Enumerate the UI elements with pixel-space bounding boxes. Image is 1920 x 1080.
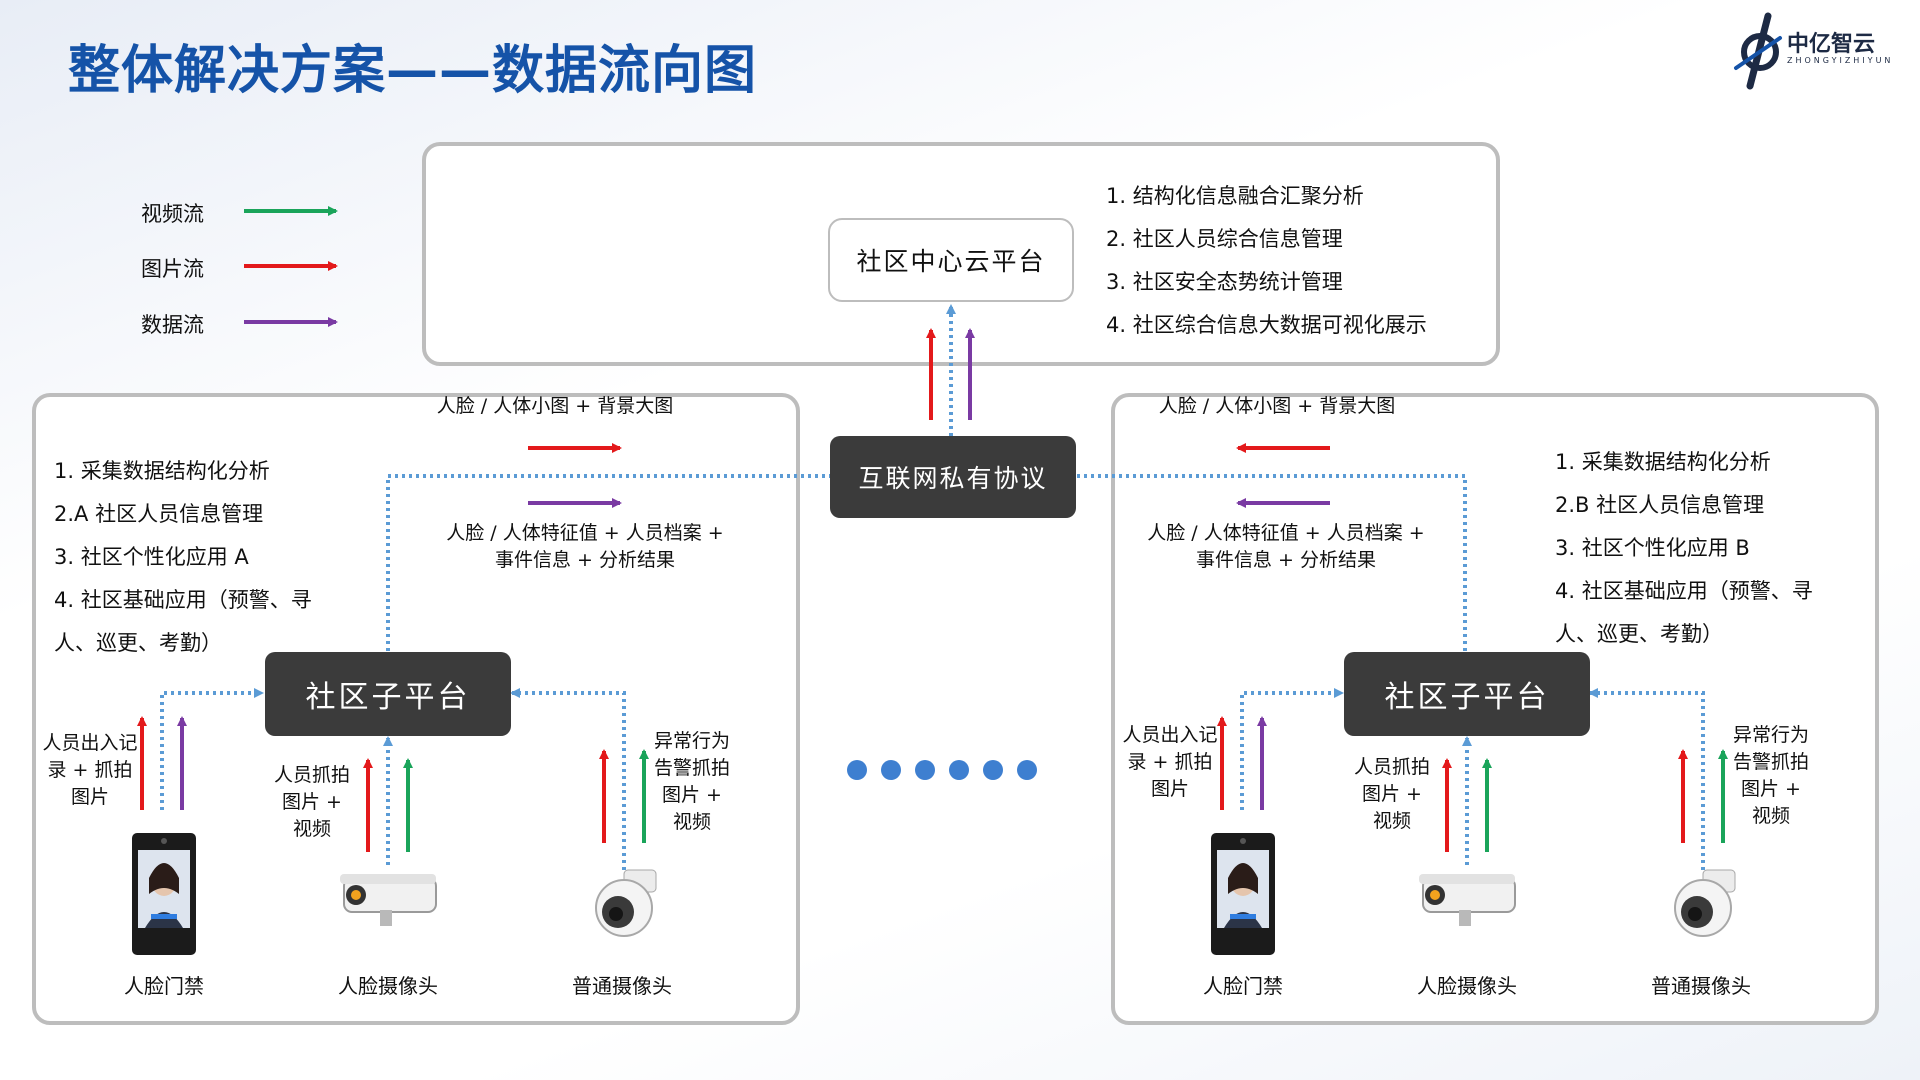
- right-upload-top-label: 人脸 / 人体小图 + 背景大图: [1158, 395, 1396, 417]
- right-feature-item: 2.B 社区人员信息管理: [1555, 493, 1765, 517]
- right-face-flow-label: 人员抓拍图片 + 视频: [1353, 756, 1430, 832]
- right-device-label: 普通摄像头: [1651, 974, 1751, 998]
- right-upload-bottom-label: 人脸 / 人体特征值 + 人员档案 + 事件信息 + 分析结果: [1147, 522, 1425, 571]
- legend-image-label: 图片流: [141, 257, 204, 281]
- right-to-protocol-link: [1076, 474, 1467, 651]
- dome-camera-icon: [595, 869, 657, 937]
- left-feature-item: 人、巡更、考勤）: [54, 631, 222, 655]
- right-access-link: [1240, 688, 1344, 810]
- left-to-protocol-link: [386, 474, 830, 651]
- more-communities-ellipsis: [847, 760, 1037, 780]
- right-feature-item: 人、巡更、考勤）: [1555, 622, 1723, 646]
- legend-data-label: 数据流: [141, 313, 204, 337]
- left-upload-top-label: 人脸 / 人体小图 + 背景大图: [436, 395, 674, 417]
- right-subplatform-node: 社区子平台: [1344, 652, 1590, 736]
- left-access-link: [160, 688, 264, 810]
- logo-text: 中亿智云: [1787, 32, 1876, 57]
- left-device-label: 人脸门禁: [124, 974, 204, 998]
- cloud-feature-list: 1. 结构化信息融合汇聚分析 2. 社区人员综合信息管理 3. 社区安全态势统计…: [1106, 175, 1427, 347]
- face-camera-icon: [340, 874, 437, 926]
- legend-video-label: 视频流: [141, 202, 204, 226]
- face-access-terminal-icon: [132, 833, 196, 955]
- right-normal-link: [1588, 688, 1705, 870]
- right-device-label: 人脸门禁: [1203, 974, 1283, 998]
- right-feature-item: 4. 社区基础应用（预警、寻: [1555, 579, 1813, 603]
- cloud-feature-item: 2. 社区人员综合信息管理: [1106, 227, 1343, 251]
- left-device-label: 普通摄像头: [572, 974, 672, 998]
- dome-camera-icon: [1674, 869, 1736, 937]
- right-feature-item: 3. 社区个性化应用 B: [1555, 536, 1750, 560]
- left-normal-link: [510, 688, 626, 870]
- cloud-feature-item: 1. 结构化信息融合汇聚分析: [1106, 184, 1364, 208]
- left-face-flow-label: 人员抓拍图片 + 视频: [273, 764, 350, 840]
- left-upload-bottom-label: 人脸 / 人体特征值 + 人员档案 + 事件信息 + 分析结果: [446, 522, 724, 571]
- right-feature-item: 1. 采集数据结构化分析: [1555, 450, 1771, 474]
- left-device-label: 人脸摄像头: [338, 974, 438, 998]
- protocol-node: 互联网私有协议: [830, 436, 1076, 518]
- logo-subtext: ZHONGYIZHIYUN: [1787, 56, 1894, 65]
- zhongyi-logo-icon: [1734, 12, 1782, 90]
- cloud-platform-node: 社区中心云平台: [828, 218, 1074, 302]
- left-normal-flow-label: 异常行为告警抓拍图片 + 视频: [653, 730, 730, 833]
- left-feature-list: 1. 采集数据结构化分析 2.A 社区人员信息管理 3. 社区个性化应用 A 4…: [54, 450, 312, 665]
- cloud-feature-item: 4. 社区综合信息大数据可视化展示: [1106, 313, 1427, 337]
- left-feature-item: 3. 社区个性化应用 A: [54, 545, 249, 569]
- right-access-flow-label: 人员出入记录 + 抓拍图片: [1122, 724, 1218, 800]
- left-feature-item: 4. 社区基础应用（预警、寻: [54, 588, 312, 612]
- cloud-feature-item: 3. 社区安全态势统计管理: [1106, 270, 1343, 294]
- left-feature-item: 1. 采集数据结构化分析: [54, 459, 270, 483]
- right-normal-flow-label: 异常行为告警抓拍图片 + 视频: [1732, 724, 1809, 827]
- left-feature-item: 2.A 社区人员信息管理: [54, 502, 264, 526]
- right-device-label: 人脸摄像头: [1417, 974, 1517, 998]
- page-title: 整体解决方案——数据流向图: [68, 41, 758, 101]
- left-subplatform-node: 社区子平台: [265, 652, 511, 736]
- right-feature-list: 1. 采集数据结构化分析 2.B 社区人员信息管理 3. 社区个性化应用 B 4…: [1555, 441, 1813, 656]
- face-camera-icon: [1419, 874, 1516, 926]
- left-access-flow-label: 人员出入记录 + 抓拍图片: [42, 732, 138, 808]
- face-access-terminal-icon: [1211, 833, 1275, 955]
